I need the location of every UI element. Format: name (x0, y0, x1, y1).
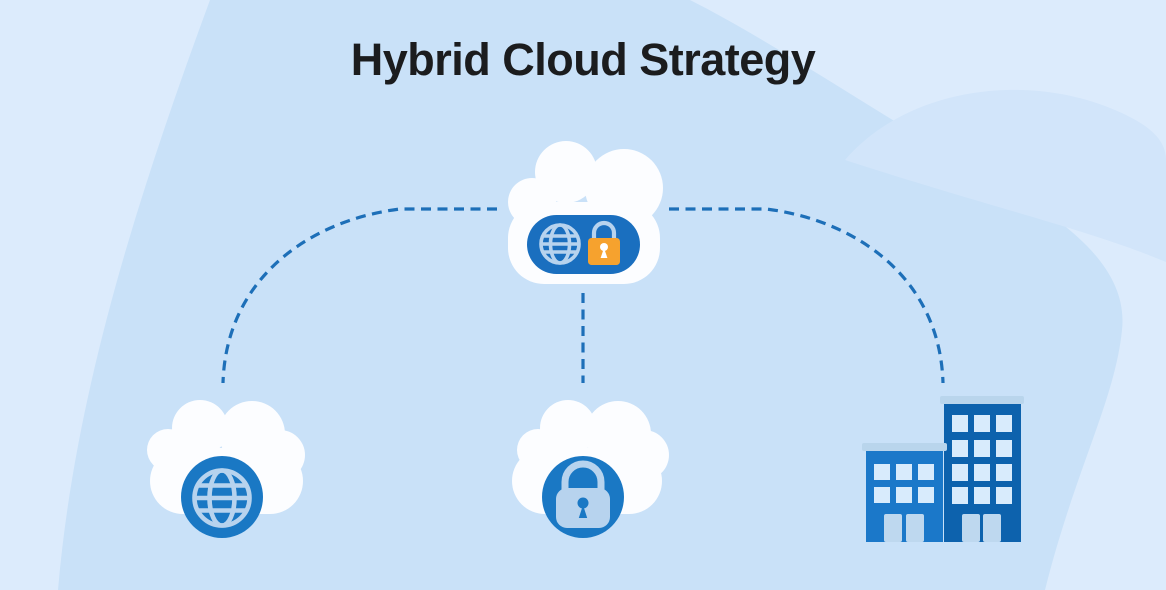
short-building-roof (862, 443, 947, 451)
buildings-icon (862, 396, 1024, 542)
background-blob-wave (845, 89, 1166, 262)
short-building (862, 443, 947, 542)
globe-lock-pill (527, 215, 640, 274)
private-cloud-node (512, 400, 669, 538)
page-title: Hybrid Cloud Strategy (350, 34, 816, 85)
connector-left (221, 207, 497, 384)
tall-building (940, 396, 1024, 542)
connectors (221, 207, 945, 384)
lock-shackle (591, 220, 617, 240)
lock-keyhole (577, 497, 589, 509)
short-building-windows (874, 464, 934, 503)
globe-icon (539, 223, 581, 265)
lock-keyhole-stem (578, 505, 588, 518)
hybrid-cloud-node (508, 141, 663, 284)
public-cloud-node (147, 400, 305, 538)
lock-shackle (561, 460, 605, 492)
lock-keyhole-stem (600, 248, 608, 258)
tall-building-roof (940, 396, 1024, 404)
on-premises-node (862, 396, 1024, 542)
background-blob-main (58, 0, 1123, 590)
globe-icon (192, 468, 252, 528)
lock-icon (588, 220, 620, 265)
lock-icon (556, 460, 610, 528)
tall-building-windows (952, 415, 1012, 504)
connector-right (669, 207, 945, 384)
tall-building-doors (962, 514, 1001, 542)
short-building-doors (884, 514, 924, 542)
lock-keyhole (600, 243, 608, 251)
